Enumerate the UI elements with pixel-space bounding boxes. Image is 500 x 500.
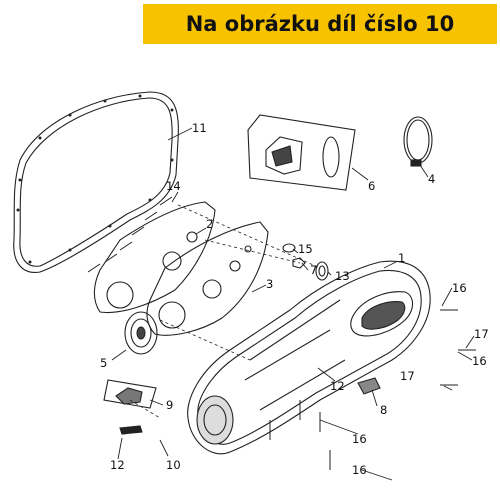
label-part-10: 10: [166, 458, 181, 472]
label-part-11: 11: [192, 121, 207, 135]
part-number-banner: Na obrázku díl číslo 10: [143, 4, 497, 44]
label-part-1: 1: [398, 251, 405, 265]
bolt-group: [87, 196, 476, 470]
label-part-6: 6: [368, 179, 375, 193]
label-part-13: 13: [335, 269, 350, 283]
label-part-4: 4: [428, 172, 435, 186]
label-part-17-right: 17: [400, 369, 415, 383]
part-6-filter-kit-shape: [247, 114, 356, 191]
part-1-cover-shape: [187, 260, 431, 455]
label-part-16: 16: [452, 281, 467, 295]
label-part-12: 12: [330, 379, 345, 393]
part-3-cover-shape: [146, 221, 269, 336]
label-part-14: 14: [166, 179, 181, 193]
label-part-8: 8: [380, 403, 387, 417]
part-12-clip-shape: [119, 425, 143, 435]
part-5-fan-shape: [124, 311, 158, 355]
label-part-16-mid: 16: [352, 432, 367, 446]
label-part-15: 15: [298, 242, 313, 256]
label-part-16-bottom: 16: [352, 463, 367, 477]
leader-lines: [111, 127, 475, 481]
part-9-bracket-shape: [103, 379, 157, 409]
part-8-bracket-shape: [357, 377, 381, 395]
label-part-12-lower: 12: [110, 458, 125, 472]
part-15-washer-shape: [282, 243, 296, 253]
label-part-9: 9: [166, 398, 173, 412]
banner-text: Na obrázku díl číslo 10: [185, 12, 455, 36]
part-11-gasket-shape: [13, 91, 179, 273]
part-4-clamp-shape: [403, 116, 433, 167]
label-part-17: 17: [474, 327, 489, 341]
part-labels: 11 6 4 14 2 15 7 13 1 16 3 5 17 12 8 9 1…: [100, 121, 489, 477]
label-part-3: 3: [266, 277, 273, 291]
reference-lines: [129, 204, 321, 419]
label-part-5: 5: [100, 356, 107, 370]
label-part-16-right: 16: [472, 354, 487, 368]
part-13-seal-shape: [315, 261, 329, 281]
label-part-7: 7: [310, 263, 317, 277]
label-part-2: 2: [206, 217, 213, 231]
part-2-plate-shape: [93, 201, 216, 314]
